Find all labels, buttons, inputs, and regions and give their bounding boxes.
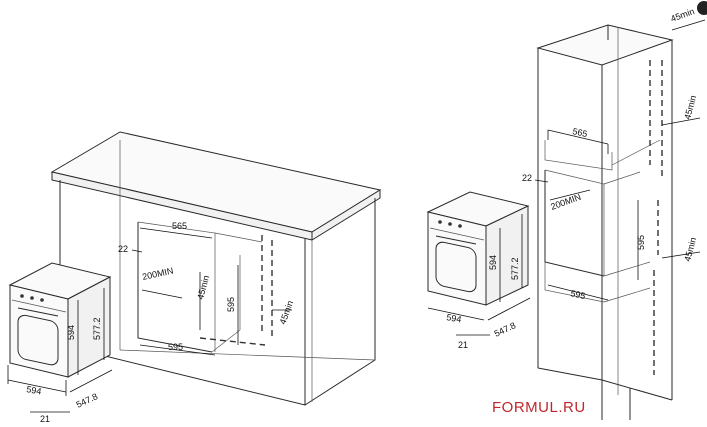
left-oven-depth-label: 547.8 [75,391,100,410]
right-inner-gap-label: 200MIN [549,192,582,212]
left-oven-inner-height-label: 577.2 [92,317,102,340]
right-rear-gap-lower-label: 45min [682,236,698,262]
right-front-offset-label: 22 [522,173,532,183]
right-top-gap-label: 45min [669,6,695,24]
left-top-gap-label: 200MIN [141,266,174,282]
right-oven-width-label: 594 [446,312,463,324]
left-oven [7,262,113,413]
right-oven-knob-icon [458,224,462,228]
left-oven-knob-icon [30,296,34,300]
right-oven-knob-icon [448,222,452,226]
left-cabinet [50,131,382,406]
watermark: FORMUL.RU [492,399,586,416]
left-niche-height-label: 595 [226,297,236,312]
left-oven-height-label: 594 [66,325,76,340]
corner-badge-icon [697,1,707,15]
left-oven-knob-icon [40,298,44,302]
right-oven [426,191,531,336]
right-oven-panel-label: 21 [458,340,468,350]
right-niche-width-label: 565 [572,126,589,139]
right-oven-front [427,211,487,306]
right-oven-height-label: 594 [488,255,498,270]
left-oven-width-label: 594 [26,384,43,396]
right-niche-height-label: 595 [636,235,646,250]
left-bottom-gap-label: 45min [195,274,211,300]
countertop-side [311,189,381,241]
right-cabinet [534,19,706,420]
left-oven-knob-icon [20,294,24,298]
right-oven-depth-label: 547.8 [493,320,518,339]
left-side-gap-label: 45min [277,299,295,325]
left-oven-front [9,284,69,378]
tall-cabinet-top [536,24,674,66]
left-oven-panel-label: 21 [40,414,50,424]
right-base-width-label: 595 [570,288,587,301]
right-oven-side [485,205,529,306]
right-oven-knob-icon [438,220,442,224]
left-front-offset-label: 22 [118,244,128,254]
left-base-width-label: 595 [168,342,183,352]
left-niche-width-label: 565 [172,221,187,231]
right-rear-gap-upper-label: 45min [682,94,698,120]
right-oven-inner-height-label: 577.2 [510,257,520,280]
left-oven-side [67,276,111,378]
